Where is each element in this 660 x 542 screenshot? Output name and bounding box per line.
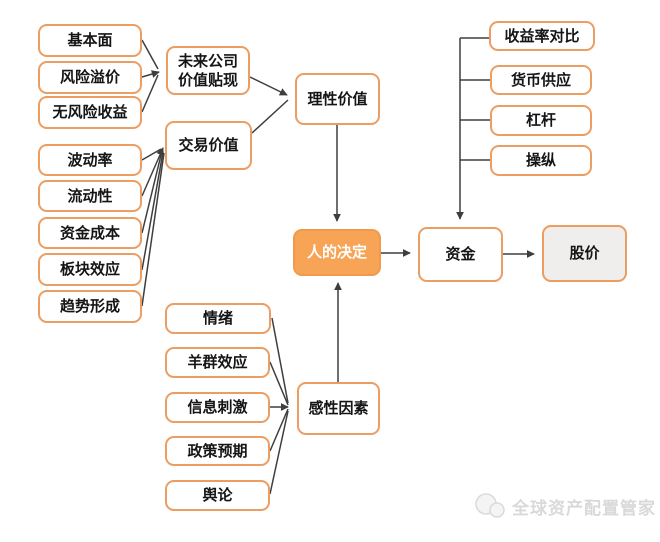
edge: [269, 408, 289, 452]
edge: [269, 410, 289, 495]
node-herd-effect: 羊群效应: [165, 347, 270, 378]
node-stock-price: 股价: [542, 225, 627, 282]
edge: [251, 99, 289, 134]
edge: [271, 317, 289, 404]
node-risk-premium: 风险溢价: [38, 61, 142, 94]
edge: [269, 361, 289, 406]
node-sector-effect: 板块效应: [38, 253, 142, 286]
node-capital: 资金: [418, 227, 503, 282]
node-capital-cost: 资金成本: [38, 217, 142, 249]
node-risk-free-return: 无风险收益: [38, 96, 142, 129]
node-human-decision: 人的决定: [293, 229, 381, 276]
watermark-text: 全球资产配置管家: [512, 498, 656, 519]
node-money-supply: 货币供应: [490, 65, 592, 95]
node-manipulation: 操纵: [490, 145, 592, 176]
node-future-company-value-discount: 未来公司价值贴现: [166, 46, 250, 95]
node-emotional-factors: 感性因素: [297, 382, 380, 435]
node-rational-value: 理性价值: [295, 73, 380, 125]
node-trading-value: 交易价值: [165, 121, 252, 170]
node-information-stimulus: 信息刺激: [165, 392, 270, 423]
edge: [141, 150, 163, 234]
node-liquidity: 流动性: [38, 180, 142, 212]
wechat-logo-icon: [474, 492, 506, 520]
node-policy-expectation: 政策预期: [165, 436, 270, 466]
edge: [141, 70, 160, 78]
edge: [141, 74, 159, 113]
node-fundamentals: 基本面: [38, 24, 142, 57]
node-leverage: 杠杆: [490, 105, 592, 136]
edge: [141, 151, 164, 271]
node-yield-comparison: 收益率对比: [489, 21, 595, 51]
edge: [249, 76, 288, 96]
edge: [141, 39, 159, 70]
node-emotion: 情绪: [165, 303, 271, 334]
node-trend-formation: 趋势形成: [38, 290, 142, 323]
edge: [141, 147, 164, 197]
node-volatility: 波动率: [38, 144, 142, 176]
edge: [141, 152, 165, 307]
watermark: 全球资产配置管家: [474, 492, 656, 520]
node-public-opinion: 舆论: [165, 480, 270, 511]
